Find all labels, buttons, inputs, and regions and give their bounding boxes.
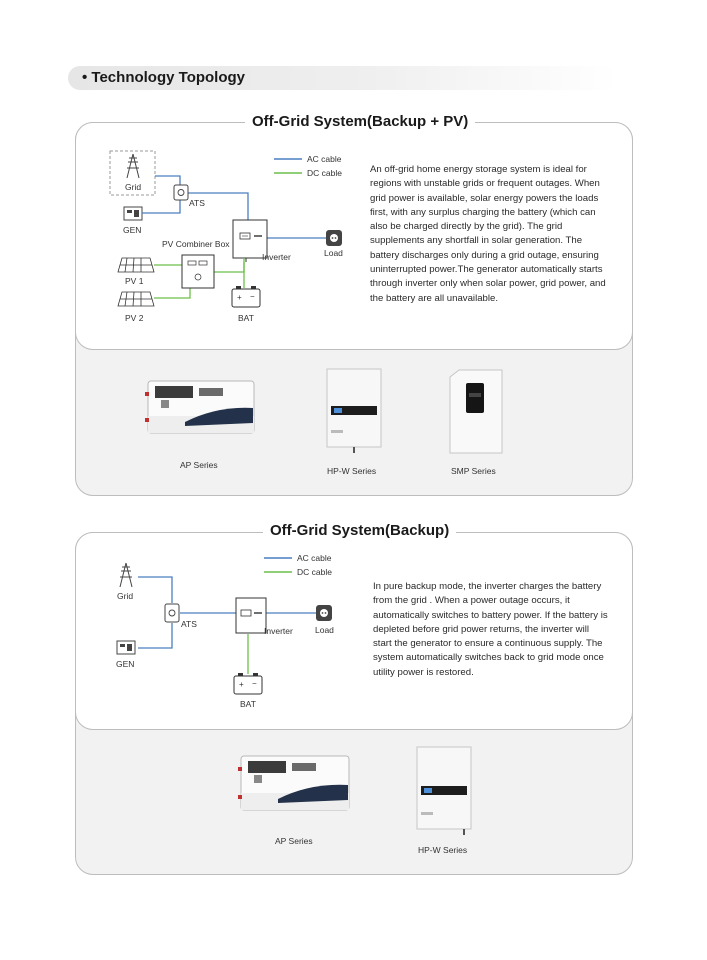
pv1-panel-icon	[117, 257, 155, 273]
product-label-ap: AP Series	[180, 460, 218, 470]
grid-tower-icon	[119, 562, 133, 588]
inverter-label: Inverter	[264, 626, 293, 636]
battery-icon: + −	[231, 286, 261, 308]
section1-diagram: + −	[109, 150, 342, 308]
pv2-label: PV 2	[125, 313, 144, 323]
gen-label: GEN	[123, 225, 142, 235]
legend-ac-label: AC cable	[307, 154, 342, 164]
bat-label: BAT	[240, 699, 256, 709]
grid-tower-icon	[126, 153, 140, 179]
svg-text:+: +	[239, 680, 244, 689]
combiner-label: PV Combiner Box	[162, 239, 230, 249]
hp-w-series-image	[326, 368, 382, 454]
section2-title: Off-Grid System(Backup)	[263, 522, 457, 539]
product-label-ap: AP Series	[275, 836, 313, 846]
grid-label: Grid	[117, 591, 134, 601]
inverter-icon	[232, 219, 268, 262]
battery-icon: + −	[233, 673, 263, 695]
ats-icon	[173, 184, 189, 201]
section2-diagram-panel	[75, 532, 633, 730]
generator-icon	[116, 640, 136, 655]
section1-title: Off-Grid System(Backup + PV)	[245, 113, 476, 130]
load-label: Load	[315, 625, 334, 635]
ap-series-image	[238, 753, 352, 813]
ap-series-image	[145, 378, 257, 436]
svg-text:−: −	[252, 679, 257, 688]
gen-label: GEN	[116, 659, 135, 669]
legend-dc-label: DC cable	[297, 567, 332, 577]
grid-label: Grid	[125, 182, 142, 192]
bat-label: BAT	[238, 313, 254, 323]
section-header-bar	[68, 66, 618, 90]
load-label: Load	[324, 248, 343, 258]
svg-text:+: +	[237, 293, 242, 302]
section2-description: In pure backup mode, the inverter charge…	[373, 581, 608, 678]
inverter-icon	[235, 597, 267, 634]
product-label-hp-w: HP-W Series	[327, 466, 377, 476]
load-outlet-icon	[316, 605, 332, 621]
ats-label: ATS	[181, 619, 197, 629]
pv2-panel-icon	[117, 291, 155, 307]
pv1-label: PV 1	[125, 276, 144, 286]
hp-w-series-image	[416, 746, 472, 836]
svg-text:−: −	[250, 292, 255, 301]
pv-combiner-box-icon	[181, 254, 215, 289]
legend-dc-label: DC cable	[307, 168, 342, 178]
section1-description: An off-grid home energy storage system i…	[370, 164, 606, 304]
ats-label: ATS	[189, 198, 205, 208]
ats-icon	[164, 603, 180, 623]
product-label-smp: SMP Series	[451, 466, 496, 476]
load-outlet-icon	[326, 230, 342, 246]
product-label-hp-w: HP-W Series	[418, 845, 468, 855]
section1-diagram-panel	[75, 122, 633, 350]
section-title: • Technology Topology	[82, 69, 246, 86]
section2-diagram: + −	[116, 557, 332, 695]
generator-icon	[123, 206, 143, 221]
smp-series-image	[449, 369, 503, 455]
inverter-label: Inverter	[262, 252, 291, 262]
legend-ac-label: AC cable	[297, 553, 332, 563]
